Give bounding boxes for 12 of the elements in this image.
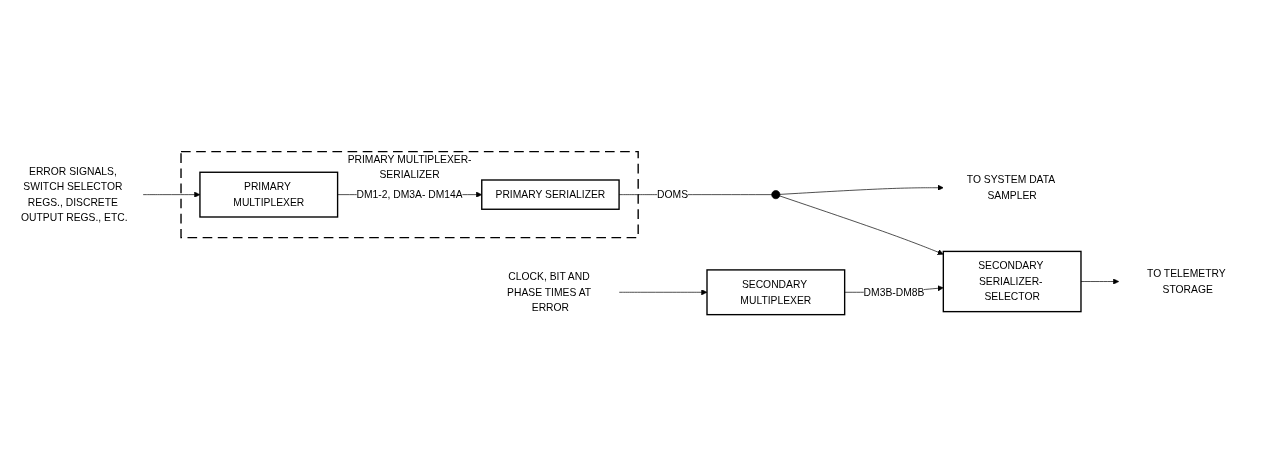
node-box: PRIMARY MULTIPLEXER: [199, 171, 339, 218]
node-box: SECONDARY MULTIPLEXER: [706, 269, 846, 316]
node-text: TO SYSTEM DATA SAMPLER: [966, 173, 1055, 201]
node-text: ERROR SIGNALS, SWITCH SELECTOR REGS., DISCRETE OUTPUT REGS., ETC.: [21, 165, 128, 224]
node-circle: [771, 190, 781, 200]
edge-label: DOMS: [657, 188, 689, 200]
edge-label: DM3B-DM8B: [863, 285, 925, 298]
node-box: PRIMARY SERIALIZER: [481, 179, 620, 210]
node-text: CLOCK, BIT AND PHASE TIMES AT ERROR: [507, 270, 591, 314]
edge-label: DM1-2, DM3A- DM14A: [356, 188, 463, 200]
node-text: TO TELEMETRY STORAGE: [1147, 267, 1226, 295]
node-box: SECONDARY SERIALIZER- SELECTOR: [942, 250, 1082, 313]
